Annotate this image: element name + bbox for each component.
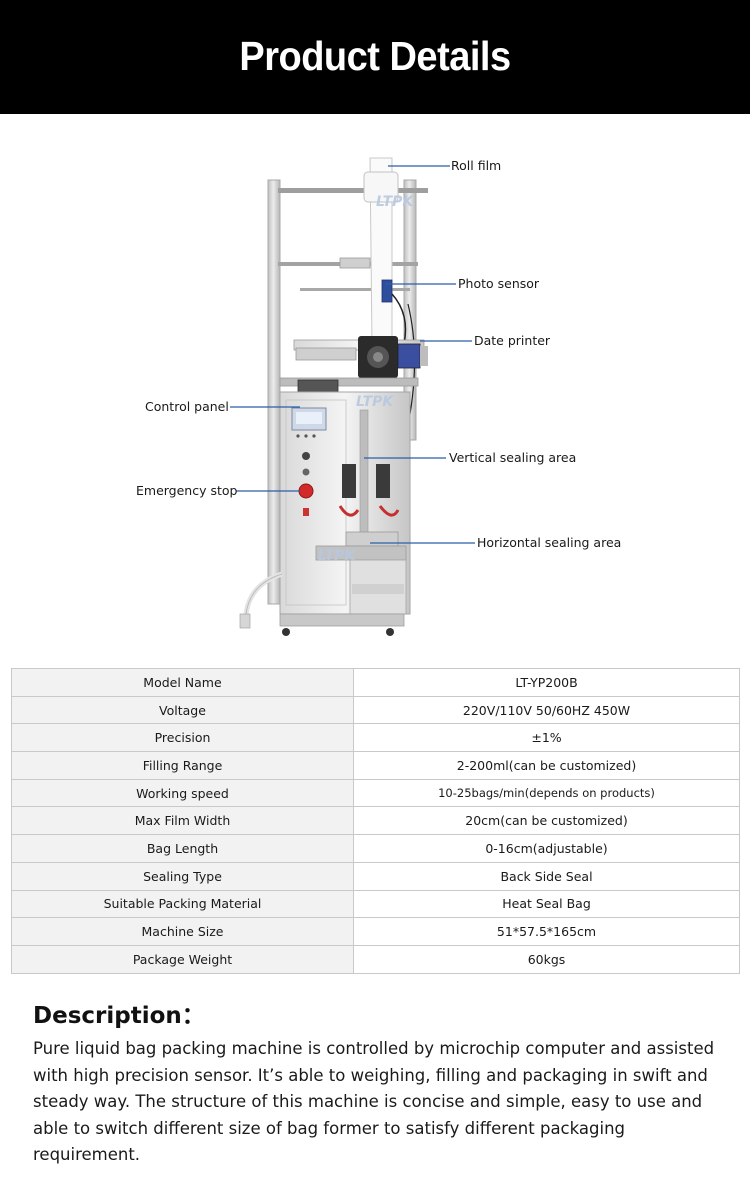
- machine-base: [279, 613, 405, 627]
- left-upright: [267, 179, 281, 605]
- spec-value: 10-25bags/min(depends on products): [353, 778, 740, 808]
- spec-label: Package Weight: [11, 944, 354, 974]
- spec-value: 60kgs: [353, 944, 740, 974]
- callout-roll-film: Roll film: [451, 158, 502, 173]
- callout-lines: [230, 165, 475, 544]
- spec-label: Bag Length: [11, 834, 354, 863]
- lower-rod: [300, 288, 410, 291]
- spec-label: Max Film Width: [11, 806, 354, 836]
- spec-label: Machine Size: [11, 917, 354, 946]
- spec-value: 2-200ml(can be customized): [353, 751, 740, 780]
- spec-label: Sealing Type: [11, 861, 354, 891]
- spec-label: Suitable Packing Material: [11, 889, 354, 919]
- callout-emergency-stop: Emergency stop: [136, 483, 238, 498]
- callout-vertical-sealing: Vertical sealing area: [449, 450, 577, 465]
- spec-value: ±1%: [353, 723, 740, 753]
- watermark-bottom: LTPK: [318, 548, 356, 564]
- callout-control-panel: Control panel: [145, 399, 229, 414]
- spec-value: Back Side Seal: [353, 861, 740, 891]
- spec-label: Working speed: [11, 778, 354, 808]
- watermark-middle: LTPK: [356, 394, 394, 410]
- machine-illustration: LTPK LTPK LTPK: [230, 157, 475, 636]
- callout-photo-sensor: Photo sensor: [458, 276, 540, 291]
- machine-figure: LTPK LTPK LTPK Roll film Photo sensor Da…: [0, 114, 750, 666]
- top-rod: [278, 188, 428, 193]
- page-header: Product Details: [0, 0, 750, 114]
- spec-value: 0-16cm(adjustable): [353, 834, 740, 863]
- spec-value: LT-YP200B: [353, 668, 740, 697]
- watermark-top: LTPK: [376, 194, 414, 210]
- vertical-sealer-left: [342, 464, 356, 498]
- spec-value: 220V/110V 50/60HZ 450W: [353, 695, 740, 725]
- horizontal-sealer: [345, 531, 399, 547]
- table-row: Precision±1%: [11, 723, 740, 753]
- spec-value: 51*57.5*165cm: [353, 917, 740, 946]
- callout-date-printer: Date printer: [474, 333, 551, 348]
- photo-sensor-body: [381, 279, 393, 303]
- spec-value: 20cm(can be customized): [353, 806, 740, 836]
- callout-horizontal-sealing: Horizontal sealing area: [477, 535, 622, 550]
- description-text: Pure liquid bag packing machine is contr…: [33, 1039, 715, 1164]
- spec-value: Heat Seal Bag: [353, 889, 740, 919]
- spec-label: Model Name: [11, 668, 354, 697]
- spec-label: Precision: [11, 723, 354, 753]
- spec-label: Filling Range: [11, 751, 354, 780]
- emergency-stop-button: [298, 483, 314, 499]
- page-title: Product Details: [239, 33, 511, 80]
- vertical-sealer-right: [376, 464, 390, 498]
- spec-label: Voltage: [11, 695, 354, 725]
- description-title: Description：: [33, 1003, 205, 1029]
